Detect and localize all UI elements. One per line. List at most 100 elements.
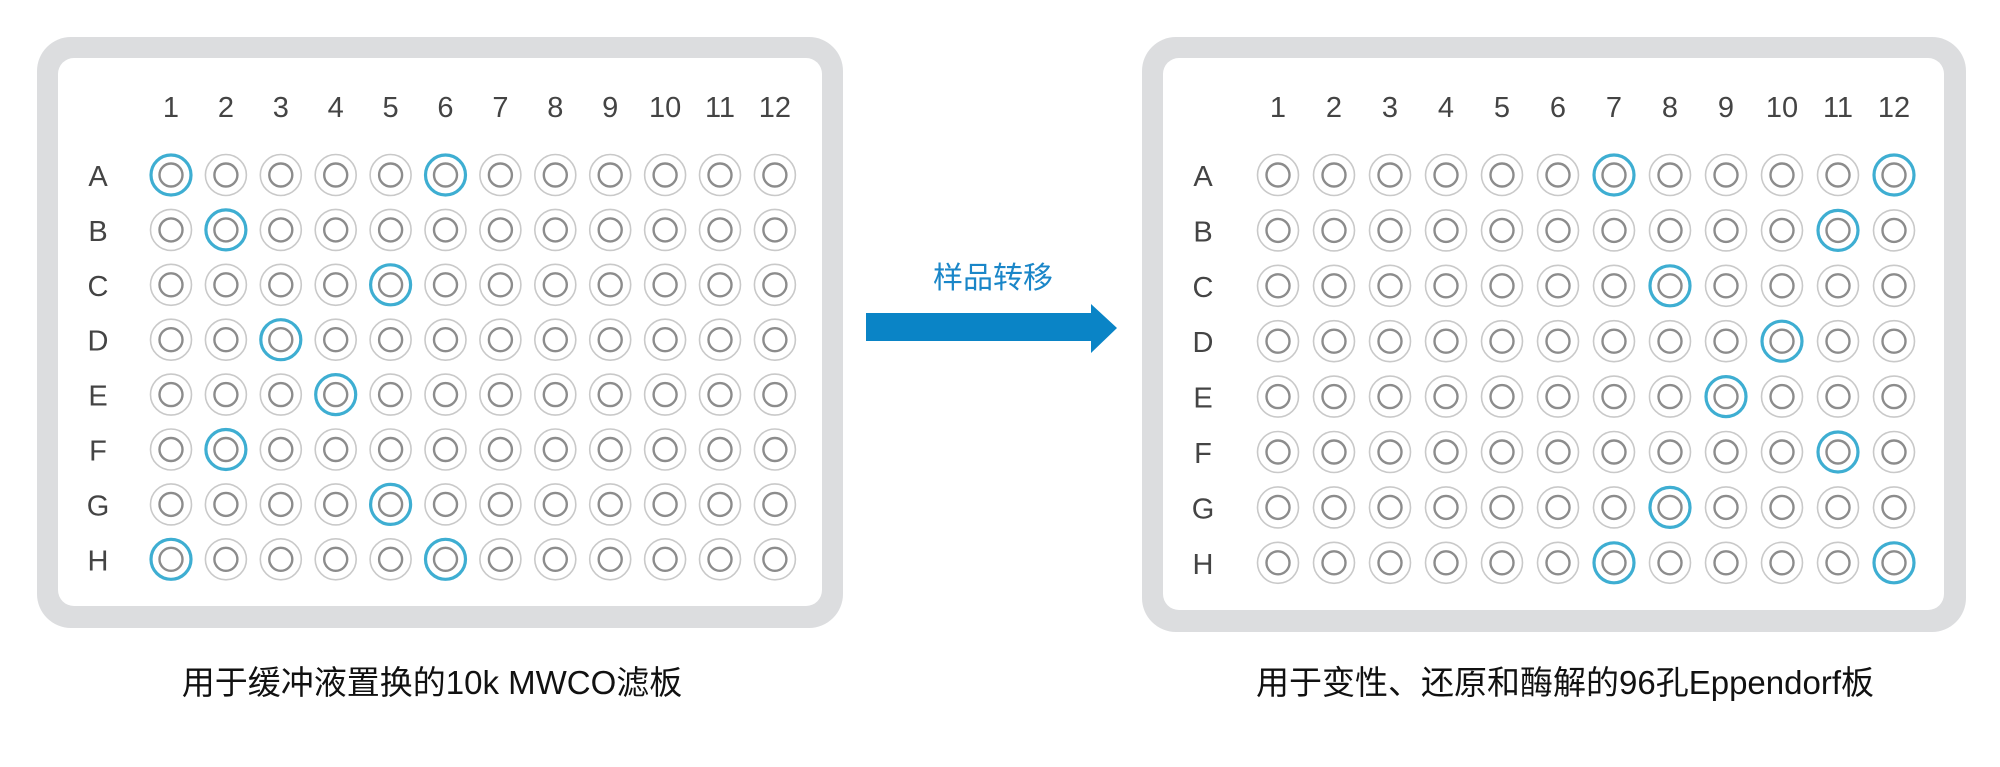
well [1368,486,1412,529]
well [1312,430,1356,474]
well-inner-ring [542,546,568,572]
well-outer-ring [149,428,193,471]
well-outer-ring [479,153,522,197]
well-outer-ring [1424,541,1468,585]
transfer-arrow [866,304,1117,353]
well-inner-ring [268,217,294,243]
well-outer-ring [1648,541,1692,585]
well-outer-ring [369,373,412,416]
well-inner-ring [1713,162,1739,188]
well-inner-ring [1321,162,1347,188]
well-outer-ring [643,483,687,526]
well-outer-ring [1480,153,1524,197]
well-inner-ring [1489,439,1515,465]
well-inner-ring [1713,383,1739,410]
well-inner-ring [597,436,623,463]
well-inner-ring [323,546,349,572]
well-inner-ring [323,162,349,188]
well-outer-ring [1536,541,1580,585]
well-outer-ring [1312,375,1356,418]
well [314,483,358,526]
well [424,428,467,471]
well-outer-ring [1368,319,1412,363]
well-outer-ring [1760,486,1804,529]
well [643,428,687,471]
column-label: 1 [163,92,179,124]
well-inner-ring [1601,328,1627,354]
well-outer-ring [1536,209,1580,252]
column-label: 2 [218,92,234,124]
well-outer-ring [588,263,632,307]
well-outer-ring [204,427,248,472]
well [369,373,412,416]
well-inner-ring [1321,550,1347,576]
well-outer-ring [698,537,742,581]
well [314,318,358,362]
well-highlighted [1816,430,1860,474]
well-outer-ring [479,428,522,471]
well-outer-ring [479,483,522,526]
well-outer-ring [1480,430,1524,474]
well-outer-ring [1256,209,1300,252]
column-label: 5 [1494,92,1510,124]
well [424,483,467,526]
well [1424,209,1468,252]
well [753,153,797,197]
well-outer-ring [1256,319,1300,363]
well-outer-ring [1312,209,1356,252]
well-outer-ring [369,537,412,581]
well-inner-ring [213,381,239,408]
well [1704,209,1748,252]
well-inner-ring [762,162,788,188]
well-outer-ring [149,153,193,197]
well-outer-ring [533,537,577,581]
well-outer-ring [423,537,468,581]
well-outer-ring [1368,486,1412,529]
well [1760,486,1804,529]
well-outer-ring [1816,153,1860,197]
well [1648,541,1692,585]
well-outer-ring [1312,153,1356,197]
well-inner-ring [1601,217,1627,244]
well [698,263,742,307]
well-inner-ring [323,491,349,518]
well [753,208,797,252]
well-inner-ring [268,162,294,188]
well [149,208,193,252]
well-outer-ring [698,483,742,526]
well-inner-ring [268,272,294,298]
well-inner-ring [652,162,678,188]
well-inner-ring [707,217,733,243]
well-outer-ring [1480,209,1524,252]
well [1256,486,1300,529]
well [698,537,742,581]
well-outer-ring [1368,209,1412,252]
well-inner-ring [377,217,404,243]
column-label: 11 [1823,92,1853,124]
well-inner-ring [1433,383,1459,410]
well-inner-ring [1377,550,1403,576]
well-outer-ring [533,428,577,471]
well-inner-ring [542,381,568,408]
well [1368,319,1412,363]
well [204,318,248,362]
well-outer-ring [1816,541,1860,585]
well-inner-ring [1881,550,1907,576]
well-outer-ring [753,208,797,252]
row-label: A [1193,161,1213,193]
well-inner-ring [762,491,788,518]
well [1480,486,1524,529]
well-inner-ring [158,491,184,518]
well-inner-ring [1433,328,1459,354]
row-label: H [88,545,109,577]
well-inner-ring [1769,217,1795,244]
well [1256,430,1300,474]
well-outer-ring [1592,375,1636,418]
well-outer-ring [533,318,577,362]
well-outer-ring [1368,153,1412,197]
well [1816,153,1860,197]
well [588,153,632,197]
well-outer-ring [479,373,522,416]
well [1312,264,1356,308]
row-label: H [1193,549,1214,581]
